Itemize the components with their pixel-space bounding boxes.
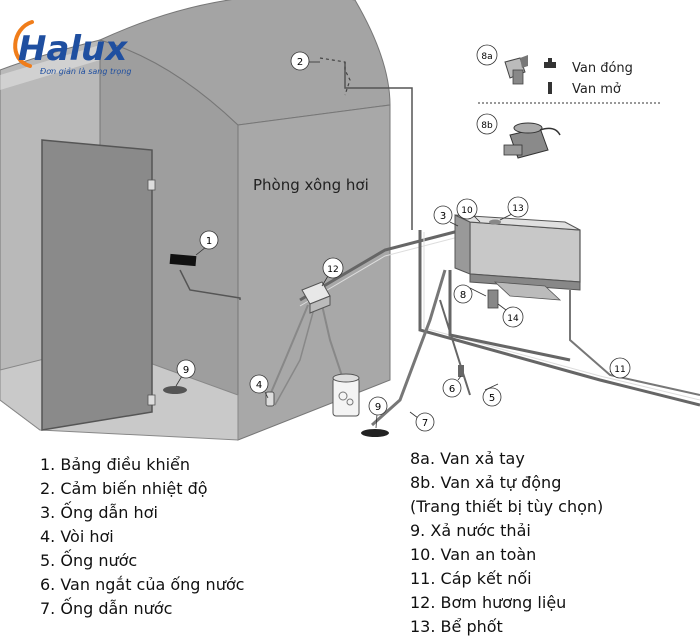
callout-8a: 8a [476, 44, 498, 66]
steam-generator [454, 214, 581, 309]
legend-item: 11. Cáp kết nối [410, 569, 532, 588]
svg-text:5: 5 [489, 393, 495, 404]
svg-text:12: 12 [327, 265, 338, 275]
legend-left: 1. Bảng điều khiển 2. Cảm biến nhiệt độ … [40, 453, 244, 621]
steam-nozzle [265, 391, 275, 407]
aroma-pump [301, 281, 331, 314]
callout-14: 14 [502, 306, 524, 328]
legend-item: 8a. Van xả tay [410, 449, 525, 468]
room-label: Phòng xông hơi [253, 176, 369, 194]
callout-13: 13 [507, 196, 529, 218]
svg-text:10: 10 [461, 206, 473, 216]
svg-text:6: 6 [449, 384, 455, 395]
callout-12: 12 [322, 257, 344, 279]
brand-name: Halux [18, 29, 128, 69]
svg-text:9: 9 [183, 365, 189, 376]
legend-right: 8a. Van xả tay 8b. Van xả tự động (Trang… [410, 447, 603, 639]
legend-item: 5. Ống nước [40, 551, 138, 570]
valve-open-label: Van mở [572, 82, 621, 97]
callout-9-inside: 9 [176, 359, 196, 379]
callout-8b: 8b [476, 113, 498, 135]
aroma-bottle [332, 373, 360, 417]
callout-1: 1 [199, 230, 219, 250]
svg-text:1: 1 [206, 236, 212, 247]
callout-10: 10 [456, 198, 478, 220]
legend-item: 7. Ống dẫn nước [40, 599, 173, 618]
svg-text:4: 4 [256, 380, 262, 391]
svg-text:8: 8 [460, 290, 466, 301]
legend-item: 3. Ống dẫn hơi [40, 503, 158, 522]
callout-11: 11 [609, 357, 631, 379]
floor-drain-inside [163, 386, 187, 394]
sauna-room [0, 0, 391, 441]
callout-3: 3 [433, 205, 453, 225]
callout-5: 5 [482, 387, 502, 407]
svg-text:3: 3 [440, 211, 446, 222]
door-hinge-top [147, 179, 156, 191]
legend-item: 8b. Van xả tự động [410, 473, 562, 492]
svg-text:14: 14 [507, 314, 519, 324]
valve-closed-label: Van đóng [572, 61, 633, 76]
legend-item: 2. Cảm biến nhiệt độ [40, 479, 208, 498]
callout-2: 2 [290, 51, 310, 71]
legend-item: 1. Bảng điều khiển [40, 455, 191, 474]
drain-valve-8 [487, 289, 499, 309]
callout-7: 7 [415, 412, 435, 432]
svg-text:8a: 8a [481, 52, 492, 62]
glass-door [41, 139, 153, 431]
sensor-cable-dashed [319, 57, 351, 96]
callout-9-outside: 9 [368, 396, 388, 416]
callouts: 1 2 3 4 5 6 7 8 8a 8b [175, 44, 631, 432]
valve-inset: Van đóng Van mở [478, 55, 660, 159]
svg-text:13: 13 [512, 204, 523, 214]
legend-item: 12. Bơm hương liệu [410, 593, 567, 612]
callout-4: 4 [249, 374, 269, 394]
svg-text:2: 2 [297, 57, 303, 68]
generator-bracket [493, 281, 562, 301]
halux-logo: Halux Đơn giản là sang trọng [13, 20, 131, 76]
legend-item: (Trang thiết bị tùy chọn) [410, 497, 604, 516]
legend-item: 13. Bể phốt [410, 617, 503, 636]
legend-item: 10. Van an toàn [410, 545, 537, 564]
callout-6: 6 [442, 378, 462, 398]
control-panel [169, 253, 197, 267]
svg-text:9: 9 [375, 402, 381, 413]
floor-drain-outside [361, 429, 389, 437]
water-shutoff-valve [458, 365, 464, 377]
svg-text:11: 11 [614, 365, 625, 375]
svg-text:7: 7 [422, 418, 428, 429]
legend-item: 9. Xả nước thải [410, 521, 531, 540]
svg-text:8b: 8b [481, 121, 493, 131]
door-hinge-bottom [147, 394, 156, 406]
callout-8: 8 [453, 284, 473, 304]
brand-tagline: Đơn giản là sang trọng [40, 66, 131, 76]
safety-valve-top [489, 219, 501, 225]
legend-item: 6. Van ngắt của ống nước [40, 575, 245, 594]
pipes [179, 62, 700, 427]
legend-item: 4. Vòi hơi [40, 527, 114, 546]
valve-open-icon [548, 82, 552, 94]
